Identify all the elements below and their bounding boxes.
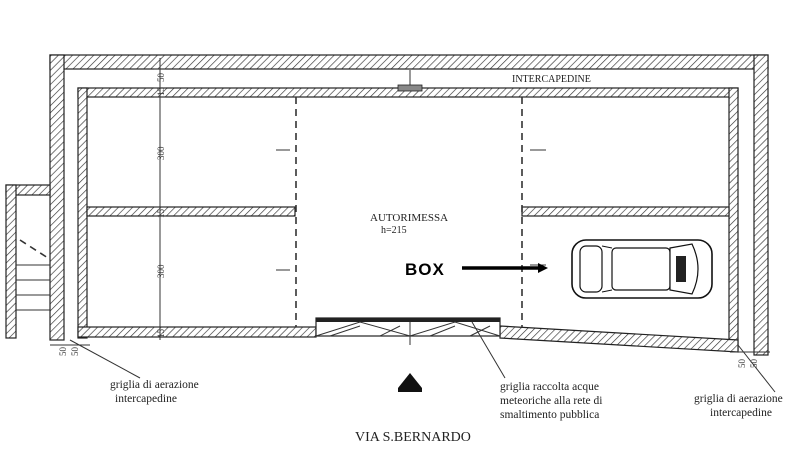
stair-lines — [16, 239, 50, 311]
leader-lines — [69, 321, 776, 393]
vertical-dimensions: 50 15 300 15 300 15 — [154, 58, 166, 340]
intercapedine-label: INTERCAPEDINE — [512, 74, 591, 85]
inner-wall — [5, 87, 739, 353]
outer-wall — [49, 54, 769, 356]
dim-50-top: 50 — [156, 73, 166, 83]
center-note-line1: griglia raccolta acque — [500, 381, 599, 393]
dim-300-top: 300 — [156, 146, 166, 160]
horizontal-dimensions: 50 50 50 50 — [50, 344, 770, 369]
center-note-line2: meteoriche alla rete di — [500, 395, 602, 407]
dim-15-top: 15 — [156, 87, 166, 97]
right-note-line2: intercapedine — [710, 407, 772, 419]
drain-grate — [315, 317, 501, 345]
column-lines — [276, 70, 546, 327]
dim-50-right-b: 50 — [749, 359, 759, 369]
dim-50-right-a: 50 — [737, 359, 747, 369]
street-name: VIA S.BERNARDO — [355, 430, 471, 445]
dim-300-bottom: 300 — [156, 264, 166, 278]
center-note-line3: smaltimento pubblica — [500, 409, 599, 421]
entrance-symbol-icon — [398, 373, 422, 392]
car-icon — [571, 239, 713, 299]
dim-15-bottom: 15 — [156, 329, 166, 339]
box-label: BOX — [405, 260, 445, 279]
dim-15-mid: 15 — [156, 209, 166, 219]
dim-50-left-a: 50 — [58, 347, 68, 357]
room-name: AUTORIMESSA — [370, 212, 448, 224]
dim-50-left-b: 50 — [70, 347, 80, 357]
right-note-line1: griglia di aerazione — [694, 393, 783, 405]
left-note-line2: intercapedine — [115, 393, 177, 405]
left-note-line1: griglia di aerazione — [110, 379, 199, 391]
box-pointer: BOX — [405, 260, 548, 279]
room-height: h=215 — [381, 225, 407, 236]
